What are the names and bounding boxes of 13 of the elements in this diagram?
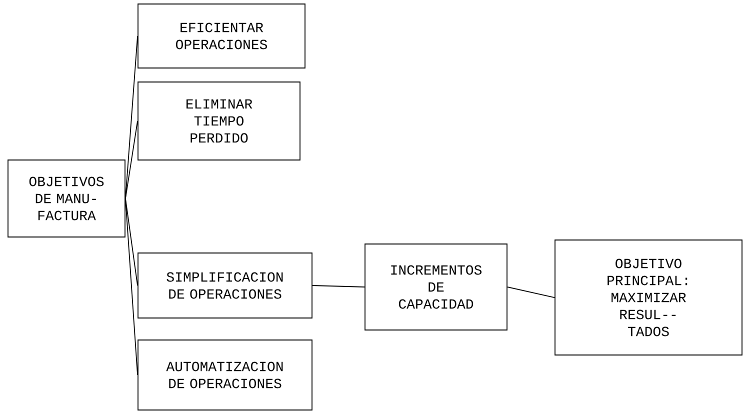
connector-line (125, 36, 138, 199)
connector-line (125, 120, 138, 199)
connector-line (125, 198, 138, 286)
text-box: EFICIENTAR OPERACIONES (138, 4, 306, 68)
text-box: SIMPLIFICACION DE OPERACIONES (138, 252, 312, 318)
text-box: OBJETIVOS DE MANU- FACTURA (8, 160, 126, 238)
text-box: INCREMENTOS DE CAPACIDAD (364, 244, 508, 330)
text-box: ELIMINAR TIEMPO PERDIDO (138, 82, 300, 160)
connector-line (125, 198, 138, 376)
text-box: AUTOMATIZACION DE OPERACIONES (138, 340, 312, 410)
connector-line (312, 285, 365, 288)
connector-line (507, 286, 555, 298)
text-box: OBJETIVO PRINCIPAL: MAXIMIZAR RESUL-- TADOS (554, 240, 742, 356)
